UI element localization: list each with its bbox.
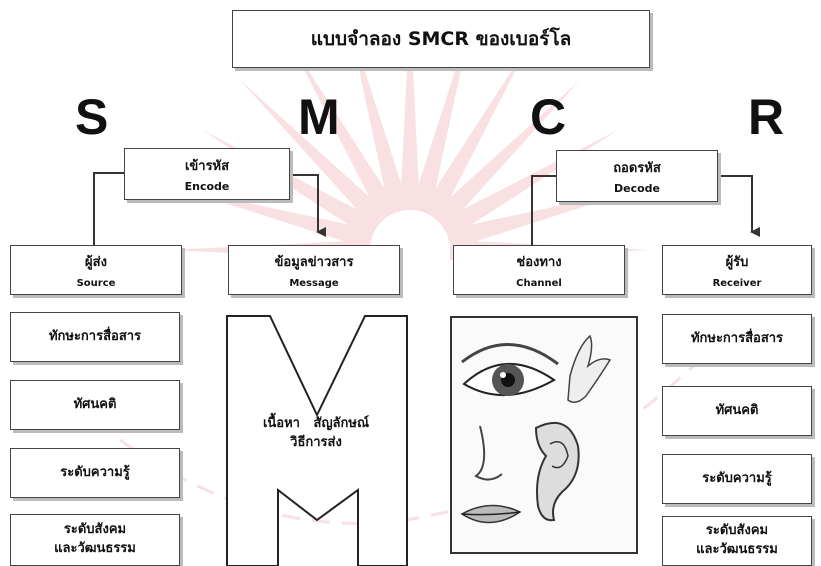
message-content-line1: เนื้อหา สัญลักษณ์	[262, 416, 370, 431]
receiver-label-en: Receiver	[712, 278, 762, 289]
message-label-en: Message	[289, 278, 339, 289]
message-header: ข้อมูลข่าวสาร Message	[228, 245, 400, 295]
connector-decode-receiver	[718, 175, 760, 237]
encode-box: เข้ารหัส Encode	[124, 148, 290, 200]
letter-s: S	[75, 89, 109, 145]
source-label-th: ผู้ส่ง	[85, 255, 107, 270]
source-item-skills: ทักษะการสื่อสาร	[10, 312, 180, 362]
receiver-item-attitude: ทัศนคติ	[662, 386, 812, 436]
m-letter-outline	[226, 315, 408, 566]
connector-encode-message	[290, 174, 326, 237]
encode-label-th: เข้ารหัส	[184, 159, 230, 174]
source-label-en: Source	[76, 278, 116, 289]
receiver-header: ผู้รับ Receiver	[662, 245, 812, 295]
receiver-label-th: ผู้รับ	[725, 255, 749, 270]
connector-decode-channel	[531, 175, 556, 245]
letter-m: M	[298, 89, 340, 145]
channel-senses-illustration	[450, 316, 638, 554]
decode-label-th: ถอดรหัส	[613, 161, 661, 176]
message-content-line2: วิธีการส่ง	[290, 434, 342, 450]
receiver-item-culture: ระดับสังคม และวัฒนธรรม	[662, 516, 812, 566]
message-label-th: ข้อมูลข่าวสาร	[274, 255, 354, 270]
receiver-item-knowledge: ระดับความรู้	[662, 454, 812, 504]
channel-label-th: ช่องทาง	[516, 255, 562, 270]
source-item-attitude: ทัศนคติ	[10, 380, 180, 430]
decode-box: ถอดรหัส Decode	[556, 150, 718, 202]
channel-header: ช่องทาง Channel	[453, 245, 625, 295]
source-header: ผู้ส่ง Source	[10, 245, 182, 295]
diagram-title: แบบจำลอง SMCR ของเบอร์โล	[232, 10, 650, 68]
channel-label-en: Channel	[516, 278, 562, 289]
connector-encode-source	[93, 172, 124, 245]
message-content: เนื้อหา สัญลักษณ์ วิธีการส่ง	[236, 415, 396, 453]
letter-c: C	[530, 89, 567, 145]
receiver-item-skills: ทักษะการสื่อสาร	[662, 314, 812, 364]
decode-label-en: Decode	[613, 182, 660, 195]
encode-label-en: Encode	[184, 180, 230, 193]
source-item-knowledge: ระดับความรู้	[10, 448, 180, 498]
source-item-culture: ระดับสังคม และวัฒนธรรม	[10, 514, 180, 566]
letter-r: R	[748, 89, 785, 145]
